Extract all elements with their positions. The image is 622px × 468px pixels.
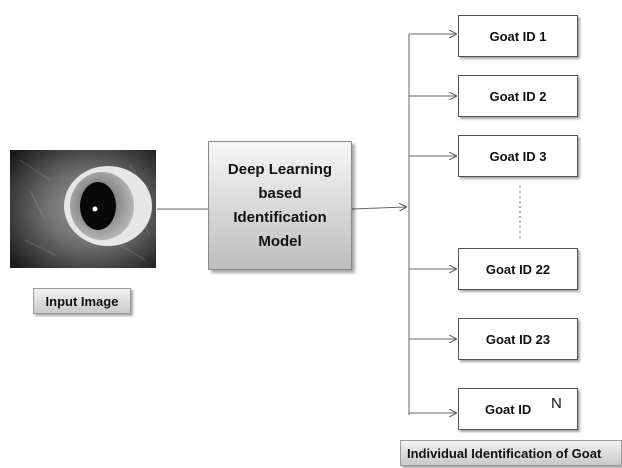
deep-learning-model-box: Deep Learning based Identification Model — [208, 141, 352, 270]
goat-id-box-1: Goat ID 1 — [458, 15, 578, 57]
goat-id-box-3: Goat ID 3 — [458, 135, 578, 177]
model-label-line-1: Deep Learning — [227, 160, 333, 178]
goat-id-box-n: Goat ID N — [458, 388, 578, 430]
connector-model-to-trunk — [351, 207, 406, 209]
model-label-line-2: based — [258, 184, 302, 202]
goat-id-box-2: Goat ID 2 — [458, 75, 578, 117]
output-caption: Individual Identification of Goat — [400, 440, 622, 466]
model-label-line-3: Identification — [233, 208, 327, 226]
goat-id-box-23: Goat ID 23 — [458, 318, 578, 360]
input-image-label: Input Image — [33, 288, 131, 314]
input-eye-image — [10, 150, 156, 268]
goat-id-box-22: Goat ID 22 — [458, 248, 578, 290]
goat-id-n-suffix: N — [551, 395, 562, 412]
model-label-line-4: Model — [258, 232, 302, 250]
